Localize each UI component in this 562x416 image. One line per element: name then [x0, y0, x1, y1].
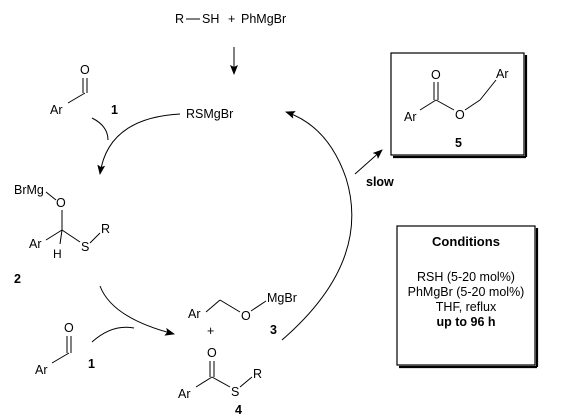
compound-1-bottom-number: 1: [88, 357, 95, 371]
ester-carbonyl-o: O: [431, 68, 441, 82]
product-5-box: O Ar O Ar 5: [390, 52, 528, 159]
thioester-s: S: [231, 385, 239, 399]
plus-sign-2: +: [207, 324, 214, 338]
s-r-bond: [89, 232, 101, 244]
ester-o: O: [455, 108, 465, 122]
aldehyde-1-top: O Ar 1: [50, 63, 118, 117]
int2-r: R: [101, 222, 110, 236]
ester-ar-right: Ar: [496, 67, 509, 81]
mg-o-bond: [45, 191, 57, 201]
product-box-frame: [390, 52, 525, 156]
aldehyde-bottom-o: O: [64, 321, 74, 335]
thiol-r-label: R: [175, 12, 184, 26]
reagents-row: R SH + PhMgBr: [175, 12, 286, 26]
compound-1-top-number: 1: [111, 103, 118, 117]
thioester-4: O Ar S R 4: [178, 346, 262, 416]
slow-arrow: [354, 149, 383, 175]
sh-label: SH: [202, 12, 219, 26]
slow-label: slow: [366, 175, 394, 189]
c-ar-bond-4: [195, 376, 213, 388]
o-mg-bond: [250, 300, 267, 312]
compound-2-number: 2: [14, 272, 21, 286]
c-ar-bond: [67, 92, 86, 104]
aldehyde-join-arc: [91, 117, 109, 141]
compound-3-number: 3: [270, 323, 277, 337]
int2-h: H: [53, 247, 62, 261]
conditions-line-3: THF, reflux: [436, 300, 497, 314]
aldehyde-top-ar: Ar: [50, 103, 63, 117]
addition-arrow: [97, 113, 181, 175]
c-ar-bond-2: [45, 229, 63, 241]
ester-c-o-bond: [435, 99, 455, 111]
c-ar-bond-3: [51, 352, 70, 364]
ch2-o-bond: [219, 299, 241, 313]
conditions-time: up to 96 h: [436, 315, 495, 329]
aldehyde-1-bottom: O Ar 1: [35, 321, 95, 377]
alkoxide-3: Ar O MgBr 3 +: [188, 291, 297, 338]
compound-4-number: 4: [235, 403, 242, 416]
conditions-line-2: PhMgBr (5-20 mol%): [408, 285, 525, 299]
intermediate-2: BrMg O Ar H S R 2: [14, 183, 110, 286]
ester-ar-left: Ar: [404, 110, 417, 124]
conditions-line-1: RSH (5-20 mol%): [417, 270, 515, 284]
c-s-bond: [61, 229, 81, 243]
c-h-bond: [59, 229, 63, 245]
thioester-r: R: [253, 367, 262, 381]
plus-sign: +: [228, 12, 235, 26]
thioester-ar: Ar: [178, 387, 191, 401]
ester-c-ar-bond: [419, 99, 437, 111]
int2-brmg: BrMg: [14, 183, 44, 197]
int2-o: O: [56, 196, 66, 210]
int2-s: S: [81, 240, 89, 254]
conditions-box-frame: [396, 225, 536, 366]
compound-5-number: 5: [455, 136, 462, 150]
conditions-box: Conditions RSH (5-20 mol%) PhMgBr (5-20 …: [396, 225, 539, 369]
c-s-bond-4: [211, 376, 231, 388]
hydride-transfer-arrow: [99, 285, 175, 336]
ester-ch2-ar-bond: [479, 79, 497, 101]
ester-o-ch2-bond: [464, 99, 481, 111]
rsmgbr-label: RSMgBr: [186, 107, 233, 121]
conditions-title: Conditions: [432, 234, 500, 249]
ar-ch2-bond: [205, 299, 221, 313]
grignard-label: PhMgBr: [241, 12, 286, 26]
alkoxide-o: O: [241, 309, 251, 323]
aldehyde-bottom-ar: Ar: [35, 363, 48, 377]
s-r-bond-4: [239, 376, 253, 388]
aldehyde-top-o: O: [80, 63, 90, 77]
aldehyde-bottom-join-arc: [91, 326, 135, 343]
catalyst-regeneration-arrow: [281, 111, 353, 341]
thioester-o: O: [207, 346, 217, 360]
alkoxide-ar: Ar: [188, 307, 201, 321]
int2-ar: Ar: [29, 237, 42, 251]
alkoxide-mgbr: MgBr: [267, 291, 297, 305]
